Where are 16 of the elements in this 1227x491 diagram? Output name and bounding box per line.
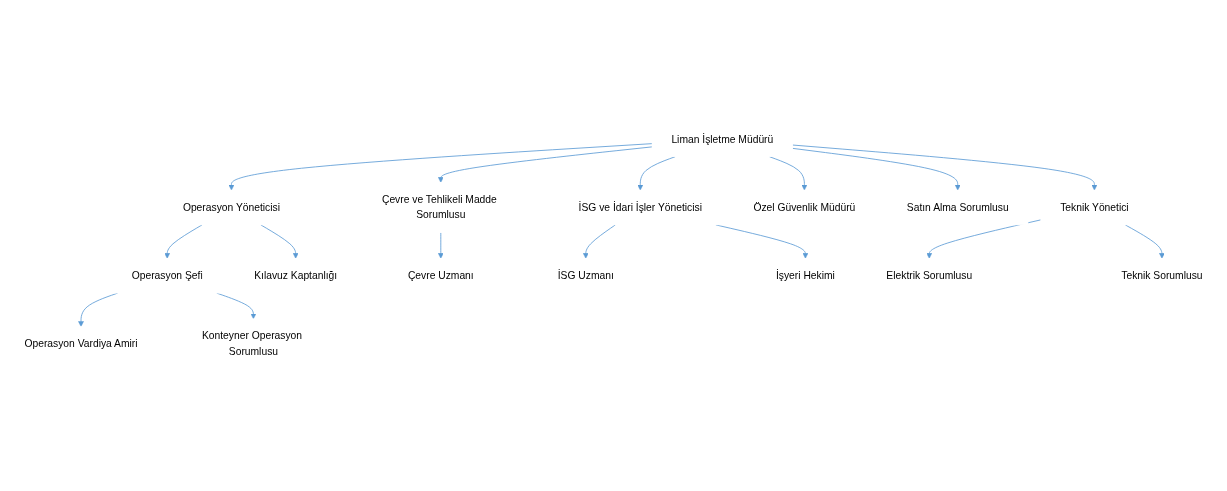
node-text: Özel Güvenlik Müdürü (753, 201, 856, 213)
node-text: Operasyon Vardiya Amiri (24, 338, 138, 350)
node-text: Çevre ve Tehlikeli Madde Sorumlusu (381, 194, 497, 221)
node-text: İSG ve İdari İşler Yöneticisi (578, 201, 702, 213)
node-text: Operasyon Şefi (131, 269, 203, 281)
node-text: Teknik Sorumlusu (1121, 269, 1203, 281)
node-text: Elektrik Sorumlusu (886, 269, 973, 281)
node-text: Konteyner Operasyon Sorumlusu (201, 330, 303, 357)
node-text: Teknik Yönetici (1060, 201, 1129, 213)
node-text: Çevre Uzmanı (407, 269, 474, 281)
node-text: Operasyon Yöneticisi (182, 201, 280, 213)
node-text: Kılavuz Kaptanlığı (254, 269, 338, 281)
node-text: Satın Alma Sorumlusu (906, 201, 1009, 213)
node-text: İşyeri Hekimi (775, 269, 835, 281)
node-text: İSG Uzmanı (557, 269, 614, 281)
node-text: Liman İşletme Müdürü (671, 133, 774, 145)
